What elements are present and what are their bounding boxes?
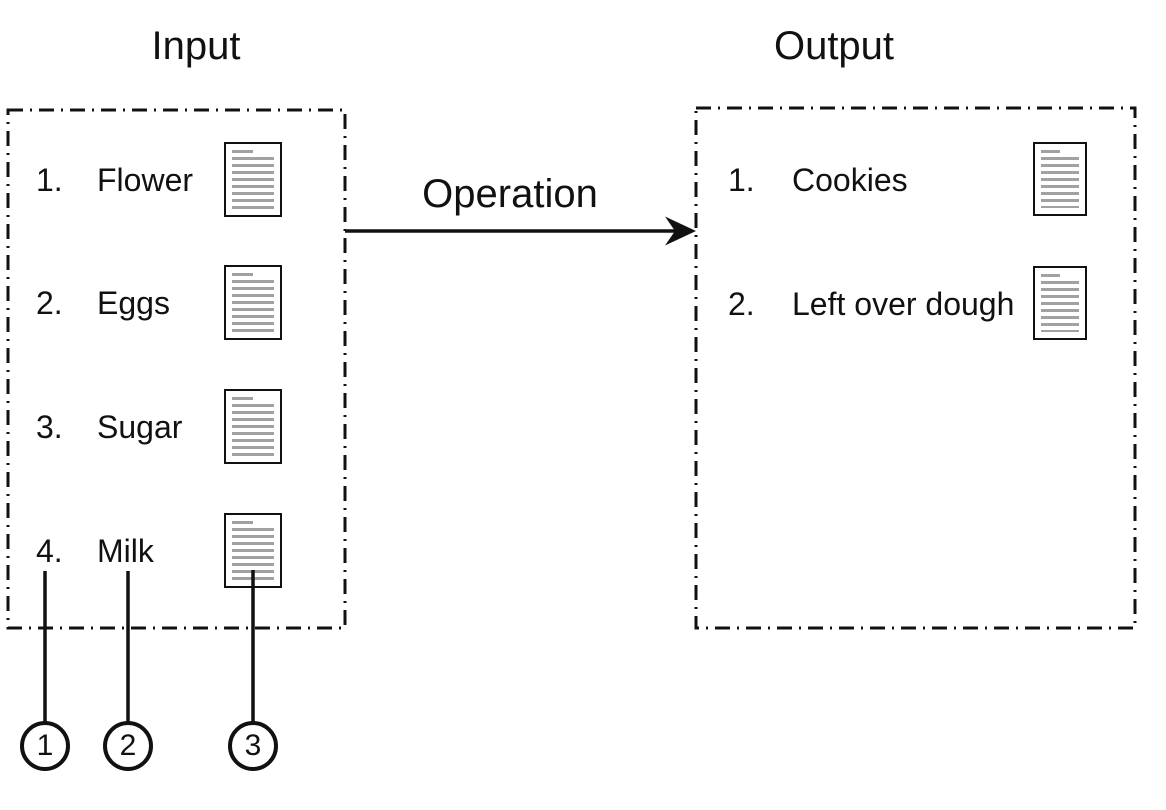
document-icon bbox=[1033, 142, 1087, 216]
output-title: Output bbox=[773, 24, 895, 68]
item-label: Milk bbox=[97, 533, 154, 569]
item-number: 2. bbox=[728, 286, 755, 322]
document-icon bbox=[224, 142, 282, 217]
document-first-line-mask bbox=[253, 521, 274, 525]
output-item-row: 2. Left over dough bbox=[726, 266, 1106, 342]
item-label: Sugar bbox=[97, 409, 183, 445]
input-item-row: 2. Eggs bbox=[30, 265, 330, 341]
document-first-line-mask bbox=[253, 150, 274, 154]
document-text-lines bbox=[232, 397, 274, 456]
item-label: Flower bbox=[97, 162, 194, 198]
input-title: Input bbox=[151, 24, 241, 68]
document-icon bbox=[1033, 266, 1087, 340]
item-number: 1. bbox=[728, 162, 755, 198]
item-label: Eggs bbox=[97, 285, 170, 321]
item-number: 3. bbox=[36, 409, 63, 445]
input-item-row: 1. Flower bbox=[30, 142, 330, 218]
operation-label: Operation bbox=[422, 172, 598, 216]
input-item-row: 3. Sugar bbox=[30, 389, 330, 465]
output-item-row: 1. Cookies bbox=[726, 142, 1106, 218]
item-label: Left over dough bbox=[792, 286, 1015, 322]
callout-circle-1: 1 bbox=[20, 721, 70, 771]
document-first-line-mask bbox=[1060, 274, 1079, 278]
callout-circle-3: 3 bbox=[228, 721, 278, 771]
document-text-lines bbox=[232, 150, 274, 209]
item-label: Cookies bbox=[792, 162, 908, 198]
item-number: 2. bbox=[36, 285, 63, 321]
document-first-line-mask bbox=[1060, 150, 1079, 154]
callout-circle-2: 2 bbox=[103, 721, 153, 771]
operation-arrowhead-icon bbox=[665, 216, 696, 246]
output-box-border bbox=[694, 106, 1137, 630]
input-box-border bbox=[6, 108, 347, 630]
document-text-lines bbox=[232, 273, 274, 332]
document-first-line-mask bbox=[253, 273, 274, 277]
document-icon bbox=[224, 389, 282, 464]
document-text-lines bbox=[1041, 274, 1079, 332]
document-text-lines bbox=[1041, 150, 1079, 208]
item-number: 4. bbox=[36, 533, 63, 569]
document-first-line-mask bbox=[253, 397, 274, 401]
item-number: 1. bbox=[36, 162, 63, 198]
document-icon bbox=[224, 265, 282, 340]
